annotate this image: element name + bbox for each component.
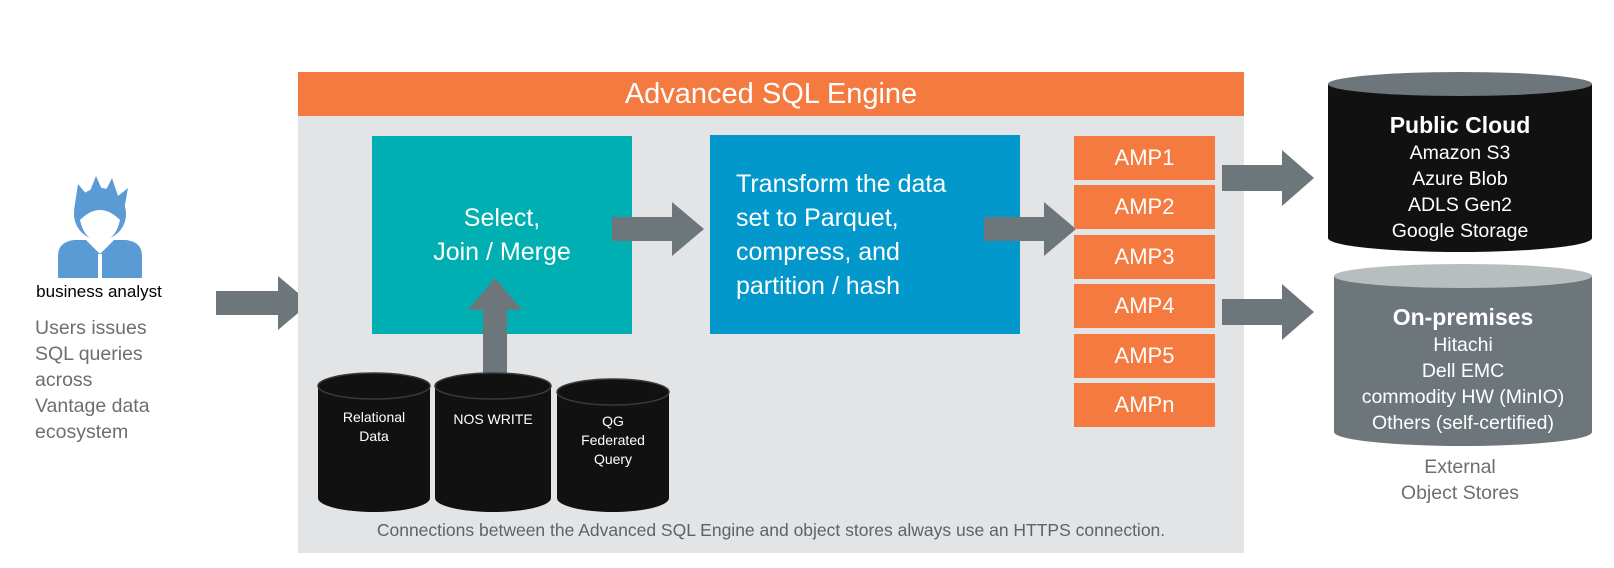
qg-federated-query-cylinder (556, 378, 670, 512)
arrow-to-on-premises (1222, 284, 1314, 340)
arrow-transform-to-amps (984, 202, 1076, 256)
business-analyst-icon (58, 176, 142, 278)
transform-line-3: compress, and (736, 237, 900, 266)
nos-write-label: NOS WRITE (453, 411, 533, 427)
business-analyst-description: Users issues SQL queries across Vantage … (35, 317, 150, 443)
amp-box: AMP3 (1074, 235, 1215, 279)
nos-write-cylinder (434, 372, 552, 512)
advanced-sql-engine-title: Advanced SQL Engine (298, 72, 1244, 116)
transform-line-1: Transform the data (736, 169, 947, 198)
on-premises-text: On-premises Hitachi Dell EMC commodity H… (1332, 302, 1594, 436)
transform-line-2: set to Parquet, (736, 203, 899, 232)
relational-data-label: Relational Data (342, 409, 406, 444)
transform-line-4: partition / hash (736, 271, 900, 300)
amp-box: AMP5 (1074, 334, 1215, 378)
arrow-select-to-transform (612, 202, 704, 256)
transform-data-box: Transform the data set to Parquet, compr… (710, 135, 1020, 334)
public-cloud-title: Public Cloud (1389, 112, 1531, 138)
amp-box: AMPn (1074, 383, 1215, 427)
on-premises-title: On-premises (1392, 304, 1534, 330)
business-analyst-label: business analyst (36, 282, 162, 301)
amp-box: AMP2 (1074, 185, 1215, 229)
qg-federated-query-label: QG Federated Query (581, 413, 645, 467)
engine-footer-note: Connections between the Advanced SQL Eng… (376, 520, 1166, 540)
on-premises-cylinder (1334, 264, 1592, 446)
arrow-nos-write-up (468, 278, 522, 378)
select-line-2: Join / Merge (433, 238, 571, 266)
external-object-stores-label: External Object Stores (1400, 456, 1520, 504)
amp-box: AMP4 (1074, 284, 1215, 328)
arrow-analyst-to-engine (216, 276, 310, 330)
public-cloud-cylinder (1328, 72, 1592, 252)
public-cloud-text: Public Cloud Amazon S3 Azure Blob ADLS G… (1326, 110, 1594, 244)
select-join-merge-box: Select, Join / Merge (372, 136, 632, 334)
relational-data-cylinder (317, 372, 431, 512)
arrow-to-public-cloud (1222, 150, 1314, 206)
amp-box: AMP1 (1074, 136, 1215, 180)
select-line-1: Select, (463, 204, 541, 232)
